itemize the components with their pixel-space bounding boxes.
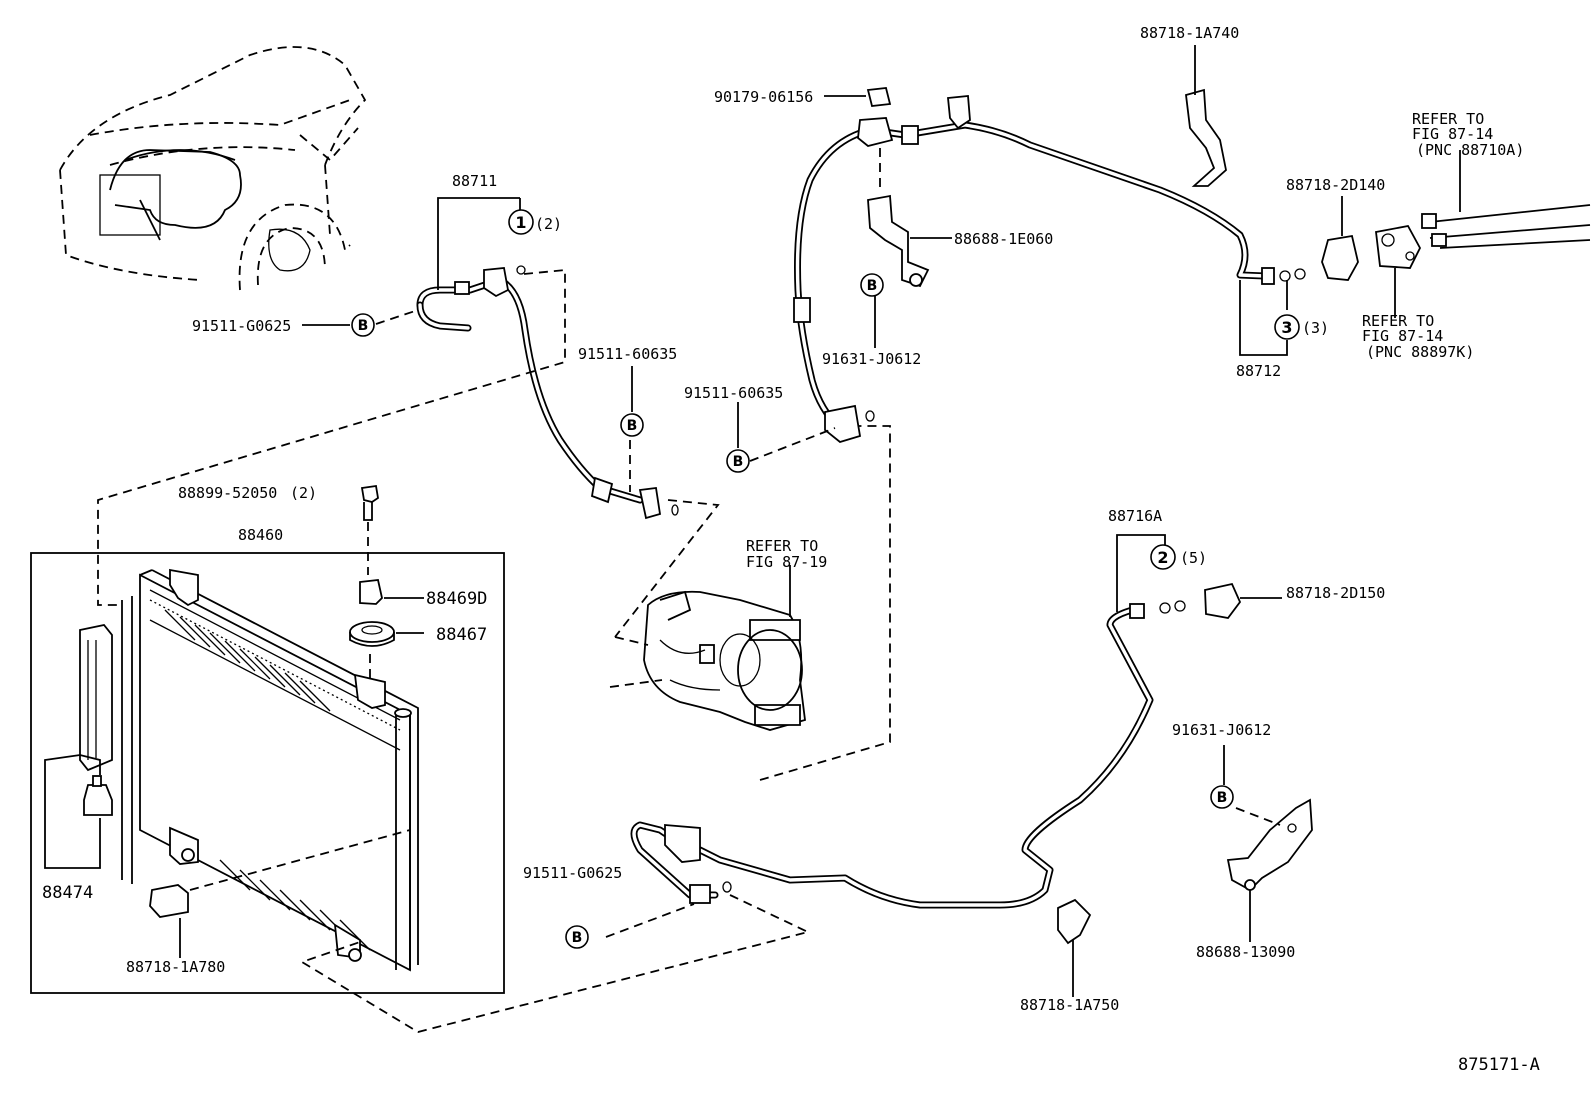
label-88469D: 88469D <box>426 589 487 609</box>
svg-text:B: B <box>867 278 878 294</box>
qty-88716A: (5) <box>1180 549 1207 567</box>
label-90179-06156: 90179-06156 <box>714 88 813 106</box>
qty-88712: (3) <box>1302 319 1329 337</box>
label-88467: 88467 <box>436 625 487 645</box>
svg-text:B: B <box>627 418 638 434</box>
suction-hose-upper <box>749 45 1306 462</box>
label-91511-60635-b: 91511-60635 <box>684 384 783 402</box>
bolt-badge-91511-G0625-bottom: B <box>565 925 589 949</box>
cap-88718-2D150 <box>1204 582 1242 619</box>
label-91511-G0625-top: 91511-G0625 <box>192 317 291 335</box>
svg-text:(PNC 88897K): (PNC 88897K) <box>1366 343 1474 361</box>
label-91511-G0625-bottom: 91511-G0625 <box>523 864 622 882</box>
svg-text:2: 2 <box>1157 548 1168 567</box>
svg-text:B: B <box>572 930 583 946</box>
svg-text:FIG 87-14: FIG 87-14 <box>1412 125 1493 143</box>
footer-code: 875171-A <box>1458 1055 1540 1075</box>
label-88716A: 88716A <box>1108 507 1162 525</box>
svg-text:3: 3 <box>1281 318 1292 337</box>
callout-number-1: 1 <box>508 209 534 235</box>
svg-text:REFER TO: REFER TO <box>1412 110 1484 128</box>
bolt-88899-52050 <box>360 484 379 503</box>
qty-88711: (2) <box>535 215 562 233</box>
part-labels: 88718-1A740 90179-06156 88711 (2) 88688-… <box>42 24 1540 1075</box>
vehicle-locator-illustration <box>59 46 367 291</box>
discharge-hose-88711 <box>97 197 720 638</box>
label-91631-J0612-bottom: 91631-J0612 <box>1172 721 1271 739</box>
refer-note-88710A: REFER TO FIG 87-14 (PNC 88710A) <box>1412 110 1524 159</box>
bolt-badges: B B B B B B <box>351 273 1234 949</box>
label-88688-13090: 88688-13090 <box>1196 943 1295 961</box>
compressor-reference <box>609 425 891 781</box>
svg-text:REFER TO: REFER TO <box>746 537 818 555</box>
svg-text:REFER TO: REFER TO <box>1362 312 1434 330</box>
svg-text:B: B <box>358 318 369 334</box>
refer-note-88897K: REFER TO FIG 87-14 (PNC 88897K) <box>1362 312 1474 361</box>
label-88718-1A750: 88718-1A750 <box>1020 996 1119 1014</box>
svg-text:B: B <box>733 454 744 470</box>
svg-text:FIG 87-19: FIG 87-19 <box>746 553 827 571</box>
svg-text:1: 1 <box>515 213 526 232</box>
label-91511-60635-a: 91511-60635 <box>578 345 677 363</box>
label-88718-1A740: 88718-1A740 <box>1140 24 1239 42</box>
label-88718-2D140: 88718-2D140 <box>1286 176 1385 194</box>
condenser-group-box <box>30 552 505 994</box>
condenser-mount-parts <box>349 484 424 678</box>
grommet-88467 <box>349 621 395 643</box>
liquid-pipe-88716A <box>299 534 1313 1033</box>
svg-text:(PNC 88710A): (PNC 88710A) <box>1416 141 1524 159</box>
bolt-badge-91631-J0612-top: B <box>860 273 884 297</box>
label-91631-J0612-top: 91631-J0612 <box>822 350 921 368</box>
label-88712: 88712 <box>1236 362 1281 380</box>
label-88718-1A780: 88718-1A780 <box>126 958 225 976</box>
receiver-fittings <box>1321 150 1591 318</box>
condenser-assembly-88460 <box>30 552 505 994</box>
svg-text:FIG 87-14: FIG 87-14 <box>1362 327 1443 345</box>
callout-number-3: 3 <box>1274 314 1300 340</box>
label-88474: 88474 <box>42 883 93 903</box>
bolt-badge-91511-G0625-top: B <box>351 313 375 337</box>
label-88711: 88711 <box>452 172 497 190</box>
cap-88718-2D140 <box>1321 234 1359 281</box>
callout-number-2: 2 <box>1150 544 1176 570</box>
leader-lines <box>302 309 739 448</box>
cushion-88469D <box>359 579 383 605</box>
qty-88899: (2) <box>290 484 317 502</box>
bolt-badge-91631-J0612-bottom: B <box>1210 785 1234 809</box>
label-88460: 88460 <box>238 526 283 544</box>
refer-note-fig-87-19: REFER TO FIG 87-19 <box>746 537 827 571</box>
label-88899-52050: 88899-52050 <box>178 484 277 502</box>
label-88688-1E060: 88688-1E060 <box>954 230 1053 248</box>
svg-text:B: B <box>1217 790 1228 806</box>
label-88718-2D150: 88718-2D150 <box>1286 584 1385 602</box>
bolt-badge-91511-60635-b: B <box>726 449 750 473</box>
bolt-badge-91511-60635-a: B <box>620 413 644 437</box>
